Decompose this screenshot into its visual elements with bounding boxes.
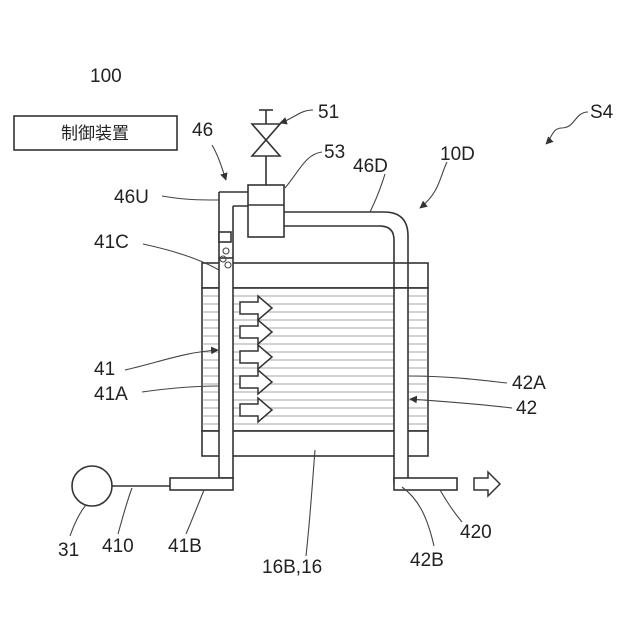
label-41: 41 xyxy=(94,359,115,380)
label-53: 53 xyxy=(324,142,345,163)
leader-10D xyxy=(420,162,447,208)
leader-46U xyxy=(162,196,219,200)
label-10D: 10D xyxy=(440,144,475,165)
label-420: 420 xyxy=(460,522,492,543)
discharge-arrow xyxy=(474,472,500,496)
system-ref-leader xyxy=(546,112,588,144)
leader-41B xyxy=(186,490,204,534)
leader-46D xyxy=(370,174,385,212)
label-42: 42 xyxy=(516,398,537,419)
vent-pipe-up xyxy=(219,192,250,258)
leader-16B16 xyxy=(306,450,315,556)
gas-separator xyxy=(248,185,284,237)
leader-420 xyxy=(440,490,462,522)
leader-46 xyxy=(212,145,226,180)
label-41B: 41B xyxy=(168,536,202,557)
label-51: 51 xyxy=(318,102,339,123)
label-16B16: 16B,16 xyxy=(262,557,322,578)
system-ref-label: S4 xyxy=(590,102,614,123)
control-ref-label: 100 xyxy=(90,66,122,87)
label-31: 31 xyxy=(58,540,79,561)
leader-31 xyxy=(70,505,86,536)
leader-42B xyxy=(402,487,434,546)
leader-53 xyxy=(285,152,322,188)
label-46U: 46U xyxy=(114,187,149,208)
label-42A: 42A xyxy=(512,373,546,394)
label-46: 46 xyxy=(192,120,213,141)
label-42B: 42B xyxy=(410,550,444,571)
control-device-label: 制御装置 xyxy=(61,124,129,144)
label-46D: 46D xyxy=(353,156,388,177)
leader-410 xyxy=(118,488,132,534)
purge-valve xyxy=(252,110,280,185)
label-41C: 41C xyxy=(94,232,129,253)
control-device: 制御装置 xyxy=(14,116,177,150)
label-410: 410 xyxy=(102,536,134,557)
leader-51 xyxy=(280,110,313,123)
pump xyxy=(72,466,170,506)
label-41A: 41A xyxy=(94,384,128,405)
inlet-port xyxy=(170,478,233,490)
